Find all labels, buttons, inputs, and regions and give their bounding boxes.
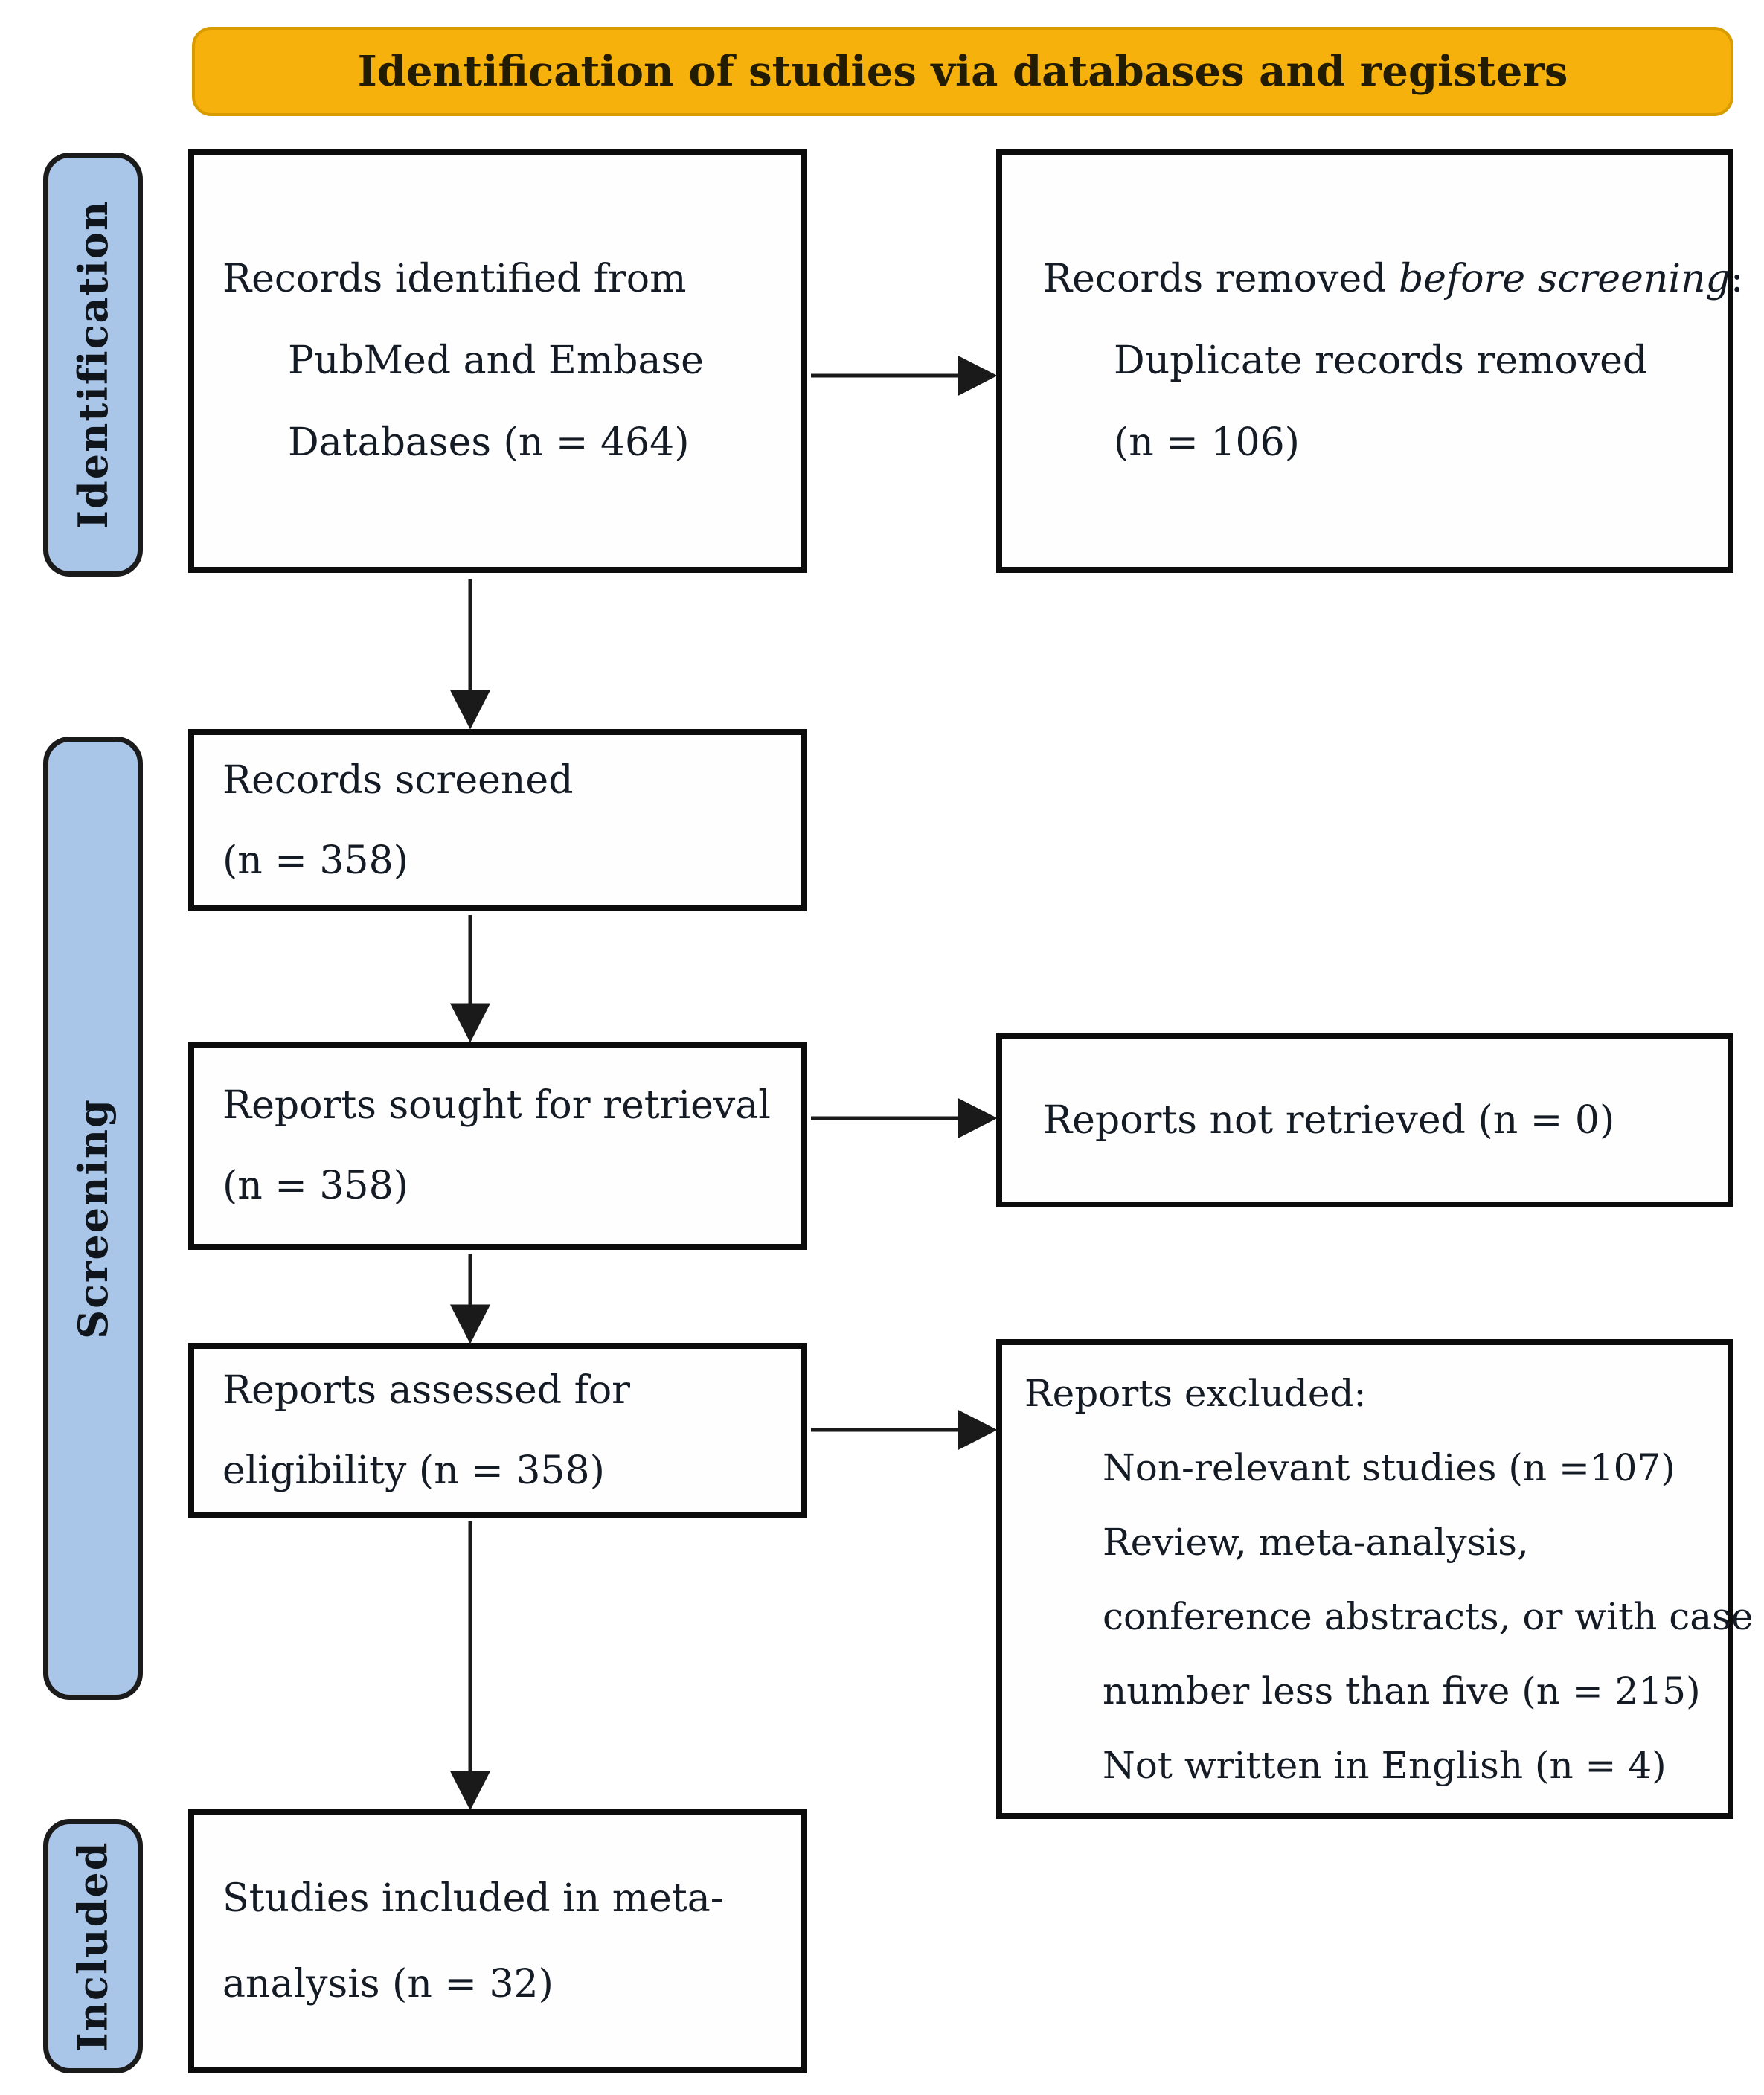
arrow-identified-to-screened — [449, 579, 491, 730]
records-removed-suffix: : — [1730, 257, 1744, 301]
records-removed-italic: before screening — [1398, 257, 1731, 301]
records-removed-line-1: Records removed before screening: — [1043, 238, 1743, 320]
reports-assessed-line-2: eligibility (n = 358) — [222, 1448, 605, 1493]
records-identified-line-3: Databases (n = 464) — [288, 420, 690, 465]
box-records-identified: Records identified from PubMed and Embas… — [188, 149, 807, 573]
records-removed-line-2: Duplicate records removed — [1114, 339, 1648, 383]
reports-excluded-item: number less than five (n = 215) — [1103, 1669, 1701, 1713]
banner: Identification of studies via databases … — [192, 27, 1733, 116]
stage-screening: Screening — [43, 737, 143, 1700]
stage-included: Included — [43, 1819, 143, 2073]
studies-included-line-2: analysis (n = 32) — [222, 1961, 554, 2006]
records-identified-line-1: Records identified from — [222, 257, 687, 301]
records-screened-line-2: (n = 358) — [222, 838, 408, 883]
box-reports-excluded: Reports excluded: Non-relevant studies (… — [996, 1339, 1754, 1819]
reports-excluded-item: Not written in English (n = 4) — [1103, 1743, 1667, 1787]
box-reports-sought: Reports sought for retrieval (n = 358) — [188, 1042, 807, 1250]
arrow-sought-to-assessed — [449, 1254, 491, 1344]
reports-sought-line-1: Reports sought for retrieval — [222, 1083, 771, 1128]
stage-identification: Identification — [43, 153, 143, 577]
reports-excluded-item: conference abstracts, or with case — [1103, 1594, 1754, 1638]
box-reports-not-retrieved: Reports not retrieved (n = 0) — [996, 1033, 1733, 1207]
records-screened-line-1: Records screened — [222, 757, 574, 803]
reports-excluded-item: Review, meta-analysis, — [1103, 1520, 1529, 1564]
arrow-screened-to-sought — [449, 915, 491, 1043]
box-studies-included: Studies included in meta- analysis (n = … — [188, 1809, 807, 2073]
records-removed-prefix: Records removed — [1043, 257, 1399, 301]
arrow-sought-to-not-retrieved — [811, 1097, 998, 1139]
reports-sought-line-2: (n = 358) — [222, 1164, 408, 1208]
reports-excluded-item: Non-relevant studies (n =107) — [1103, 1446, 1675, 1489]
arrow-identified-to-removed — [811, 355, 998, 397]
stage-identification-label: Identification — [69, 199, 118, 530]
reports-not-retrieved-line-1: Reports not retrieved (n = 0) — [1043, 1097, 1615, 1143]
arrow-assessed-to-excluded — [811, 1409, 998, 1451]
studies-included-line-1: Studies included in meta- — [222, 1876, 724, 1921]
banner-title: Identification of studies via databases … — [357, 47, 1568, 96]
box-reports-assessed: Reports assessed for eligibility (n = 35… — [188, 1343, 807, 1518]
records-identified-line-2: PubMed and Embase — [288, 339, 704, 383]
arrow-assessed-to-included — [449, 1521, 491, 1811]
stage-screening-label: Screening — [69, 1097, 117, 1339]
reports-assessed-line-1: Reports assessed for — [222, 1367, 631, 1413]
reports-excluded-header: Reports excluded: — [1024, 1371, 1367, 1415]
records-removed-line-3: (n = 106) — [1114, 420, 1300, 465]
box-records-removed-before-screening: Records removed before screening: Duplic… — [996, 149, 1743, 573]
box-records-screened: Records screened (n = 358) — [188, 729, 807, 911]
stage-included-label: Included — [69, 1841, 118, 2052]
